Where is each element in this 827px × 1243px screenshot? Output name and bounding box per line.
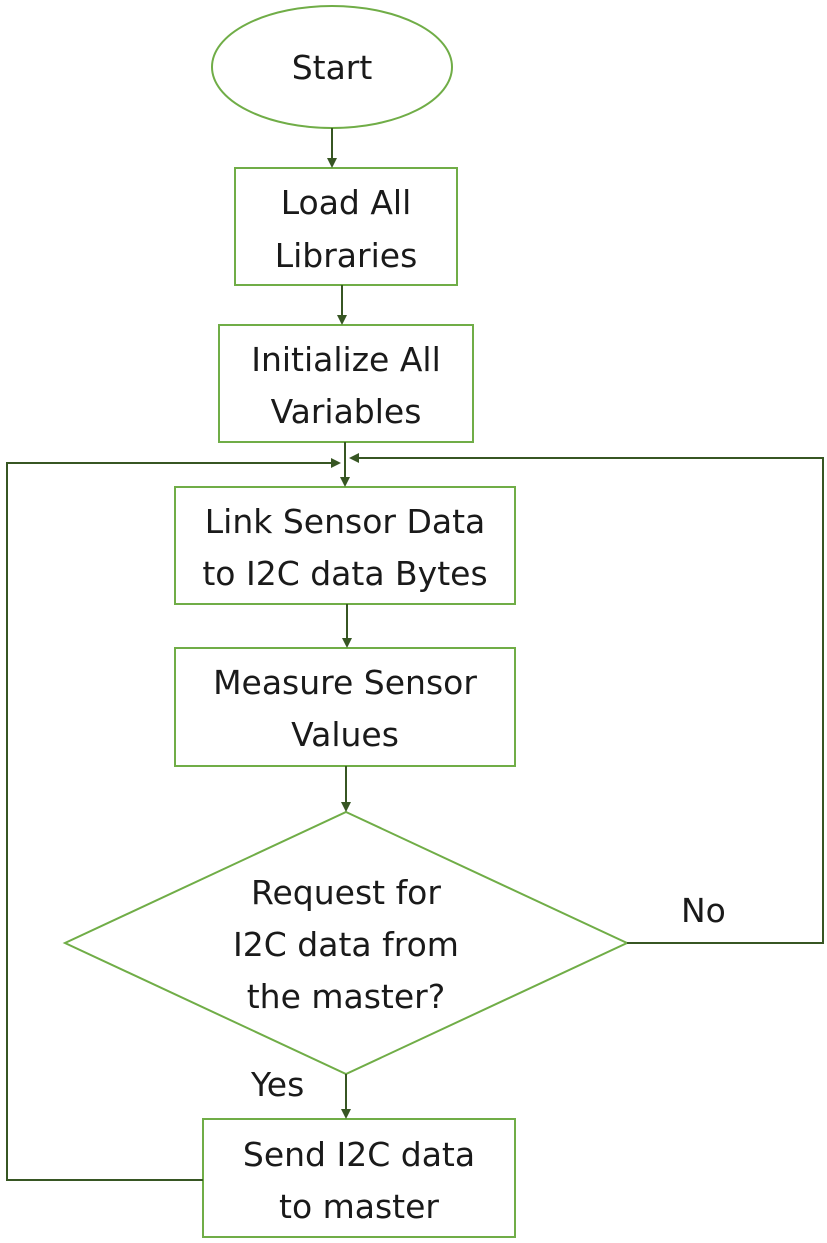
decision-label-2: I2C data from bbox=[233, 925, 459, 964]
decision-label-3: the master? bbox=[247, 977, 446, 1016]
edge-send-loop bbox=[6, 458, 341, 1181]
init-variables-label-2: Variables bbox=[271, 392, 422, 431]
measure-label-2: Values bbox=[291, 715, 399, 754]
edge-no-label: No bbox=[681, 891, 726, 930]
init-variables-label-1: Initialize All bbox=[251, 340, 441, 379]
send-label-2: to master bbox=[279, 1187, 439, 1226]
load-libraries-node bbox=[234, 167, 458, 286]
edge-yes-label: Yes bbox=[250, 1065, 304, 1104]
link-sensor-label-1: Link Sensor Data bbox=[205, 502, 485, 541]
link-sensor-node bbox=[174, 486, 516, 605]
load-libraries-label-2: Libraries bbox=[275, 236, 418, 275]
decision-label-1: Request for bbox=[251, 873, 441, 912]
send-node bbox=[202, 1118, 516, 1238]
start-label: Start bbox=[292, 48, 373, 87]
load-libraries-label-1: Load All bbox=[281, 183, 412, 222]
measure-node bbox=[174, 647, 516, 767]
link-sensor-label-2: to I2C data Bytes bbox=[202, 554, 487, 593]
measure-label-1: Measure Sensor bbox=[213, 663, 477, 702]
edge-no-loop bbox=[349, 453, 824, 944]
init-variables-node bbox=[218, 324, 474, 443]
send-label-1: Send I2C data bbox=[243, 1135, 475, 1174]
